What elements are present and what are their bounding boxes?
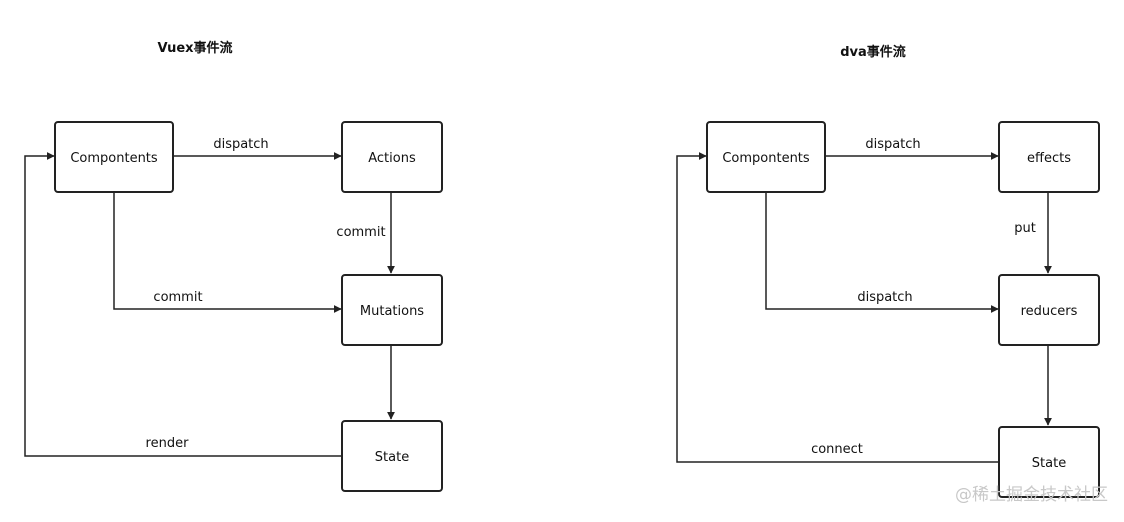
vuex-node-state-label: State bbox=[375, 450, 409, 465]
dva-node-effects-label: effects bbox=[1027, 151, 1071, 166]
dva-node-effects: effects bbox=[998, 121, 1100, 193]
vuex-diagram: Vuex事件流 dispatch commit commit render Co… bbox=[24, 40, 443, 492]
vuex-title: Vuex事件流 bbox=[157, 40, 232, 56]
vuex-node-components-label: Compontents bbox=[70, 151, 158, 166]
vuex-edge-render bbox=[24, 152, 341, 457]
dva-edge-components-to-reducers bbox=[765, 192, 999, 313]
vuex-edge-label-render: render bbox=[146, 436, 190, 451]
vuex-node-actions: Actions bbox=[341, 121, 443, 193]
dva-node-reducers-label: reducers bbox=[1021, 304, 1078, 319]
dva-node-state-label: State bbox=[1032, 456, 1066, 471]
vuex-edge-label-commit-components: commit bbox=[153, 290, 202, 305]
dva-node-components-label: Compontents bbox=[722, 151, 810, 166]
dva-title: dva事件流 bbox=[840, 44, 906, 60]
dva-node-reducers: reducers bbox=[998, 274, 1100, 346]
dva-edge-label-dispatch-effects: dispatch bbox=[865, 137, 920, 152]
vuex-edge-components-to-mutations bbox=[113, 192, 342, 313]
dva-edge-label-dispatch-reducers: dispatch bbox=[857, 290, 912, 305]
vuex-node-mutations-label: Mutations bbox=[360, 304, 424, 319]
dva-edge-connect bbox=[676, 152, 999, 463]
dva-node-state: State bbox=[998, 426, 1100, 498]
vuex-edge-label-commit-actions: commit bbox=[336, 225, 385, 240]
vuex-edge-label-dispatch: dispatch bbox=[213, 137, 268, 152]
watermark-text: @稀土掘金技术社区 bbox=[955, 485, 1108, 505]
dva-node-components: Compontents bbox=[706, 121, 826, 193]
vuex-node-mutations: Mutations bbox=[341, 274, 443, 346]
vuex-node-components: Compontents bbox=[54, 121, 174, 193]
dva-diagram: dva事件流 dispatch put dispatch connect Com… bbox=[676, 44, 1100, 498]
vuex-node-actions-label: Actions bbox=[368, 151, 416, 166]
dva-edge-label-put: put bbox=[1014, 221, 1036, 236]
vuex-node-state: State bbox=[341, 420, 443, 492]
dva-edge-label-connect: connect bbox=[811, 442, 863, 457]
